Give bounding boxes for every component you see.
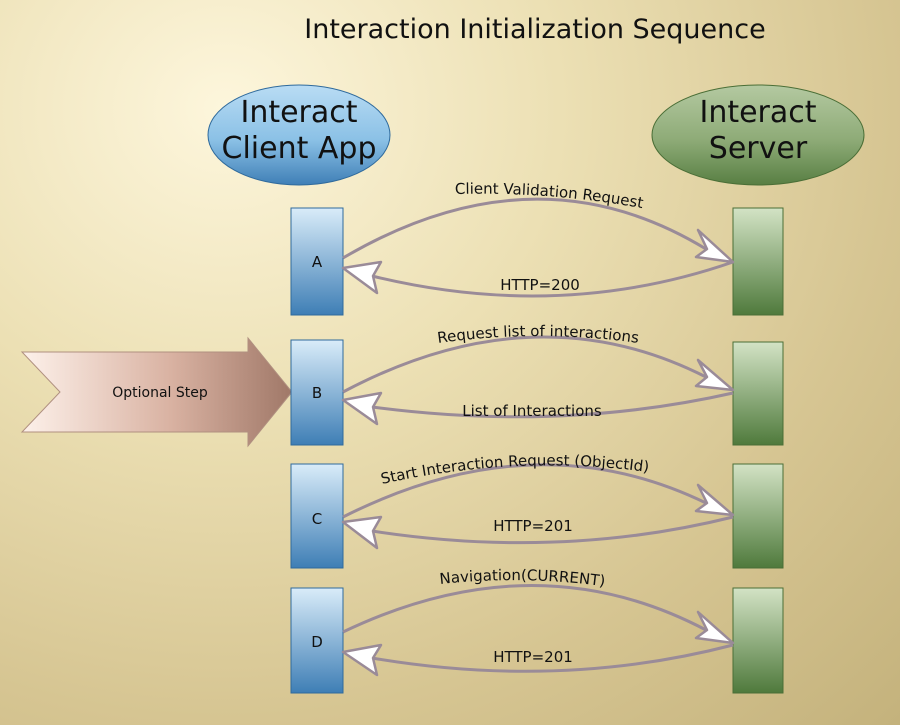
request-arrowhead xyxy=(694,483,735,517)
response-arrowhead xyxy=(341,391,383,426)
server-activation-box xyxy=(732,341,784,446)
step-label: A xyxy=(312,253,323,271)
request-arrowhead xyxy=(694,610,735,645)
server-activation-box xyxy=(732,587,784,694)
step-b: B Request list of interactions List of I… xyxy=(290,322,784,446)
response-label: HTTP=201 xyxy=(493,648,573,666)
optional-step-label: Optional Step xyxy=(112,385,208,401)
step-d: D Navigation(CURRENT) HTTP=201 xyxy=(290,566,784,694)
response-arrow xyxy=(371,391,734,419)
server-actor: Interact Server xyxy=(651,84,865,186)
step-label: D xyxy=(311,633,323,651)
response-arrowhead xyxy=(341,260,383,295)
request-arrow xyxy=(342,463,707,519)
request-arrow xyxy=(342,335,707,394)
request-arrowhead xyxy=(694,358,735,392)
server-activation-box xyxy=(732,207,784,316)
server-actor-line2: Server xyxy=(709,131,808,166)
client-actor-line1: Interact xyxy=(240,95,357,130)
request-label: Client Validation Request xyxy=(455,180,645,212)
client-activation-box xyxy=(290,339,344,446)
request-arrowhead xyxy=(694,228,735,264)
response-label: List of Interactions xyxy=(462,402,602,420)
request-arrow xyxy=(342,584,707,634)
request-label: Start Interaction Request (ObjectId) xyxy=(379,451,650,488)
client-actor-line2: Client App xyxy=(222,131,377,166)
server-actor-line1: Interact xyxy=(699,95,816,130)
client-activation-box xyxy=(290,207,344,316)
diagram-title: Interaction Initialization Sequence xyxy=(304,14,765,45)
response-arrow xyxy=(371,643,734,673)
client-activation-box xyxy=(290,587,344,694)
request-arrow xyxy=(342,197,707,260)
response-label: HTTP=200 xyxy=(500,276,580,294)
response-arrow xyxy=(371,260,734,298)
step-label: B xyxy=(312,384,322,402)
response-arrow xyxy=(371,515,734,545)
client-activation-box xyxy=(290,463,344,569)
step-label: C xyxy=(312,510,322,528)
server-activation-box xyxy=(732,463,784,569)
client-actor: Interact Client App xyxy=(207,84,391,186)
step-c: C Start Interaction Request (ObjectId) H… xyxy=(290,451,784,569)
step-a: A Client Validation Request HTTP=200 xyxy=(290,180,784,316)
optional-step-arrow: Optional Step xyxy=(20,336,293,448)
response-label: HTTP=201 xyxy=(493,517,573,535)
request-label: Request list of interactions xyxy=(436,322,640,347)
response-arrowhead xyxy=(341,515,383,550)
response-arrowhead xyxy=(341,643,383,677)
